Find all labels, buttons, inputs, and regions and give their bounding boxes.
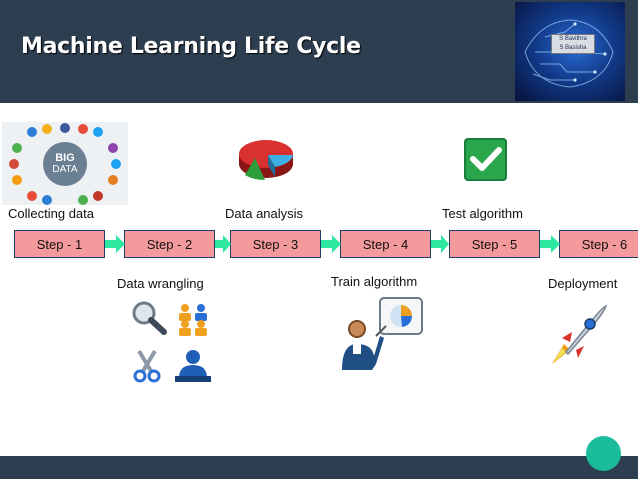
step-3-box: Step - 3 [230, 230, 321, 258]
arrow-4-icon [431, 235, 449, 253]
big-data-line-1: BIG [55, 152, 75, 164]
step-5-box: Step - 5 [449, 230, 540, 258]
scissors-icon [133, 349, 161, 383]
pie-chart-image [235, 130, 297, 188]
step-4-box: Step - 4 [340, 230, 431, 258]
big-data-icon [2, 122, 128, 205]
slide-title: Machine Learning Life Cycle [21, 34, 361, 59]
caption-deployment: Deployment [548, 276, 618, 291]
step-2-box: Step - 2 [124, 230, 215, 258]
step-6-box: Step - 6 [559, 230, 638, 258]
arrow-5-icon [540, 235, 560, 253]
caption-data-wrangling: Data wrangling [117, 276, 204, 291]
accent-dot [586, 436, 621, 471]
test-check-image [463, 137, 508, 182]
checkmark-icon [464, 138, 507, 181]
arrow-1-icon [105, 235, 125, 253]
rocket-icon [552, 304, 608, 364]
big-data-line-2: DATA [52, 164, 78, 175]
author-tag-line-2: S Basisha [559, 45, 587, 51]
step-1-box: Step - 1 [14, 230, 105, 258]
presenter-icon [342, 297, 423, 370]
arrow-3-icon [321, 235, 341, 253]
arrow-2-icon [215, 235, 231, 253]
caption-train-algorithm: Train algorithm [331, 274, 418, 289]
magnifier-icon [132, 301, 167, 335]
brain-image: S Bavithra S Basisha [515, 2, 625, 101]
footer-bar [0, 456, 638, 479]
caption-test-algorithm: Test algorithm [442, 206, 523, 221]
author-tag-line-1: S Bavithra [559, 36, 587, 42]
author-tag: S Bavithra S Basisha [551, 34, 595, 54]
pie-chart-icon [239, 140, 293, 180]
users-group-icon [179, 304, 207, 336]
big-data-image: BIG DATA [2, 122, 128, 205]
user-desk-icon [175, 350, 211, 382]
caption-collecting-data: Collecting data [8, 206, 94, 221]
caption-data-analysis: Data analysis [225, 206, 304, 221]
